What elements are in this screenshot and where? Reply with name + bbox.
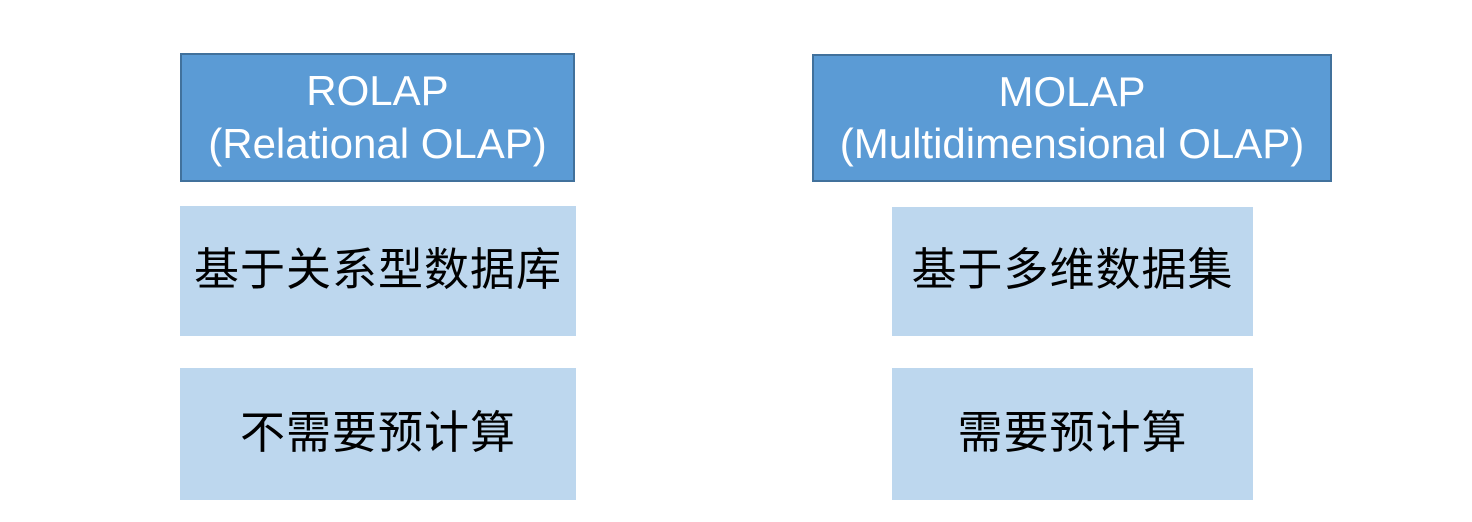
rolap-subtitle: (Relational OLAP) bbox=[208, 119, 547, 167]
molap-subtitle: (Multidimensional OLAP) bbox=[839, 120, 1305, 167]
rolap-attribute-storage: 基于关系型数据库 bbox=[180, 206, 576, 336]
rolap-attribute-precompute: 不需要预计算 bbox=[180, 368, 576, 500]
rolap-title: ROLAP bbox=[306, 67, 449, 115]
molap-attribute-storage: 基于多维数据集 bbox=[892, 207, 1253, 336]
rolap-header-box: ROLAP (Relational OLAP) bbox=[180, 53, 575, 182]
molap-attribute-precompute: 需要预计算 bbox=[892, 368, 1253, 500]
molap-header-box: MOLAP (Multidimensional OLAP) bbox=[812, 54, 1332, 182]
molap-title: MOLAP bbox=[998, 67, 1146, 115]
